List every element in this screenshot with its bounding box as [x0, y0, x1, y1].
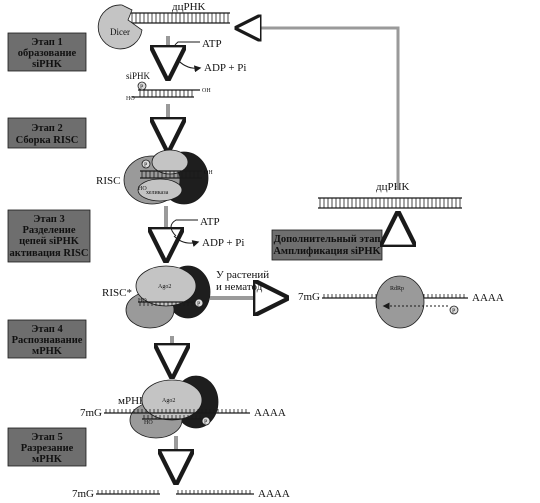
stage-5-line-3: мPHK — [32, 454, 63, 465]
mrna-cleaved-right — [176, 490, 254, 495]
stage-2-box: Этап 2 Сборка RISC — [7, 117, 87, 149]
helicase-label: хеликаза — [146, 190, 169, 196]
adp-curve-1 — [175, 57, 202, 73]
stage-5-box: Этап 5 Разрезание мPHK — [7, 427, 87, 467]
adp-curve-2 — [173, 235, 200, 247]
phosphate-2: P — [141, 159, 151, 169]
phosphate-1: P — [137, 81, 147, 91]
adp-label-1: ADP + Pi — [204, 62, 246, 74]
sirna-label: siPHK — [126, 71, 151, 81]
stage-3-line-2: Разделение — [23, 225, 76, 236]
polya-right-label: AAAA — [472, 292, 504, 304]
dsrna-top-label: дцPHK — [172, 1, 206, 13]
stage-3-line-4: активация RISC — [10, 248, 89, 259]
rdrp-label: RdRp — [390, 286, 404, 292]
mrna-target — [104, 409, 250, 420]
stage-4-box: Этап 4 Распознавание мPHK — [7, 319, 87, 359]
plants-label-line-1: У растений — [216, 269, 269, 281]
polya-label-5: AAAA — [258, 488, 290, 500]
phosphate-5-label: P — [204, 420, 208, 426]
dicer-label: Dicer — [110, 27, 130, 37]
ho-label-2: HO — [138, 186, 147, 192]
phosphate-2-label: P — [144, 163, 148, 169]
ho-label-1: HO — [126, 96, 135, 102]
ho-label-4: HO — [144, 420, 153, 426]
stage-2-line-2: Сборка RISC — [16, 135, 79, 146]
phosphate-5: P — [201, 416, 211, 426]
oh-label-1: OH — [202, 88, 211, 94]
cap-label-5: 7mG — [72, 488, 94, 500]
dicer-enzyme: Dicer — [97, 4, 143, 50]
mrna-cleaved-left — [96, 490, 160, 495]
stage-2-line-1: Этап 2 — [31, 123, 62, 134]
atp-label-2: ATP — [200, 216, 220, 228]
cap-label-4: 7mG — [80, 407, 102, 419]
phosphate-3: P — [194, 298, 204, 308]
polya-label-4: AAAA — [254, 407, 286, 419]
sirna-duplex — [132, 89, 200, 98]
arrow-return-to-top — [240, 28, 400, 190]
atp-curve-1 — [172, 41, 200, 61]
extra-stage-line-1: Дополнительный этап — [274, 234, 381, 245]
ago2-mrna-complex: Ago2 — [129, 375, 219, 439]
ho-label-3: HO — [138, 298, 147, 304]
stage-4-line-2: Распознавание — [12, 335, 83, 346]
stage-4-line-1: Этап 4 — [31, 324, 63, 335]
atp-curve-2 — [170, 219, 198, 237]
stage-3-box: Этап 3 Разделение цепей siPHK активация … — [7, 209, 91, 263]
stage-3-line-1: Этап 3 — [33, 214, 64, 225]
stage-3-line-3: цепей siPHK — [19, 236, 80, 247]
cap-right-label: 7mG — [298, 291, 320, 303]
extra-stage-box: Дополнительный этап Амплификация siPHK — [271, 229, 383, 261]
dsrna-right-label: дцPHK — [376, 181, 410, 193]
stage-1-box: Этап 1 образование siPHK — [7, 32, 87, 72]
stage-4-line-3: мPHK — [32, 346, 63, 357]
stage-1-line-3: siPHK — [32, 59, 63, 70]
risc-label: RISC — [96, 175, 120, 187]
risc-complex — [123, 149, 209, 205]
phosphate-4-label: P — [452, 309, 456, 315]
stage-5-line-2: Разрезание — [21, 443, 74, 454]
phosphate-1-label: P — [140, 85, 144, 91]
ago2-label-2: Ago2 — [162, 398, 175, 404]
dsrna-top — [118, 12, 230, 24]
ago2-label-1: Ago2 — [158, 284, 171, 290]
oh-label-2: OH — [204, 170, 213, 176]
stage-1-line-1: Этап 1 — [31, 37, 62, 48]
mrna-label: мPHK — [118, 395, 147, 407]
phosphate-3-label: P — [197, 302, 201, 308]
phosphate-4: P — [449, 305, 459, 315]
adp-label-2: ADP + Pi — [202, 237, 244, 249]
atp-label-1: ATP — [202, 38, 222, 50]
risc-star-complex: Ago2 — [125, 265, 211, 329]
rdrp-enzyme: RdRp — [375, 275, 448, 329]
risc-star-label: RISC* — [102, 287, 132, 299]
stage-1-line-2: образование — [18, 48, 77, 59]
stage-5-line-1: Этап 5 — [31, 432, 62, 443]
extra-stage-line-2: Амплификация siPHK — [273, 246, 381, 257]
dsrna-right — [318, 197, 462, 209]
plants-label-line-2: и нематод — [216, 281, 263, 293]
